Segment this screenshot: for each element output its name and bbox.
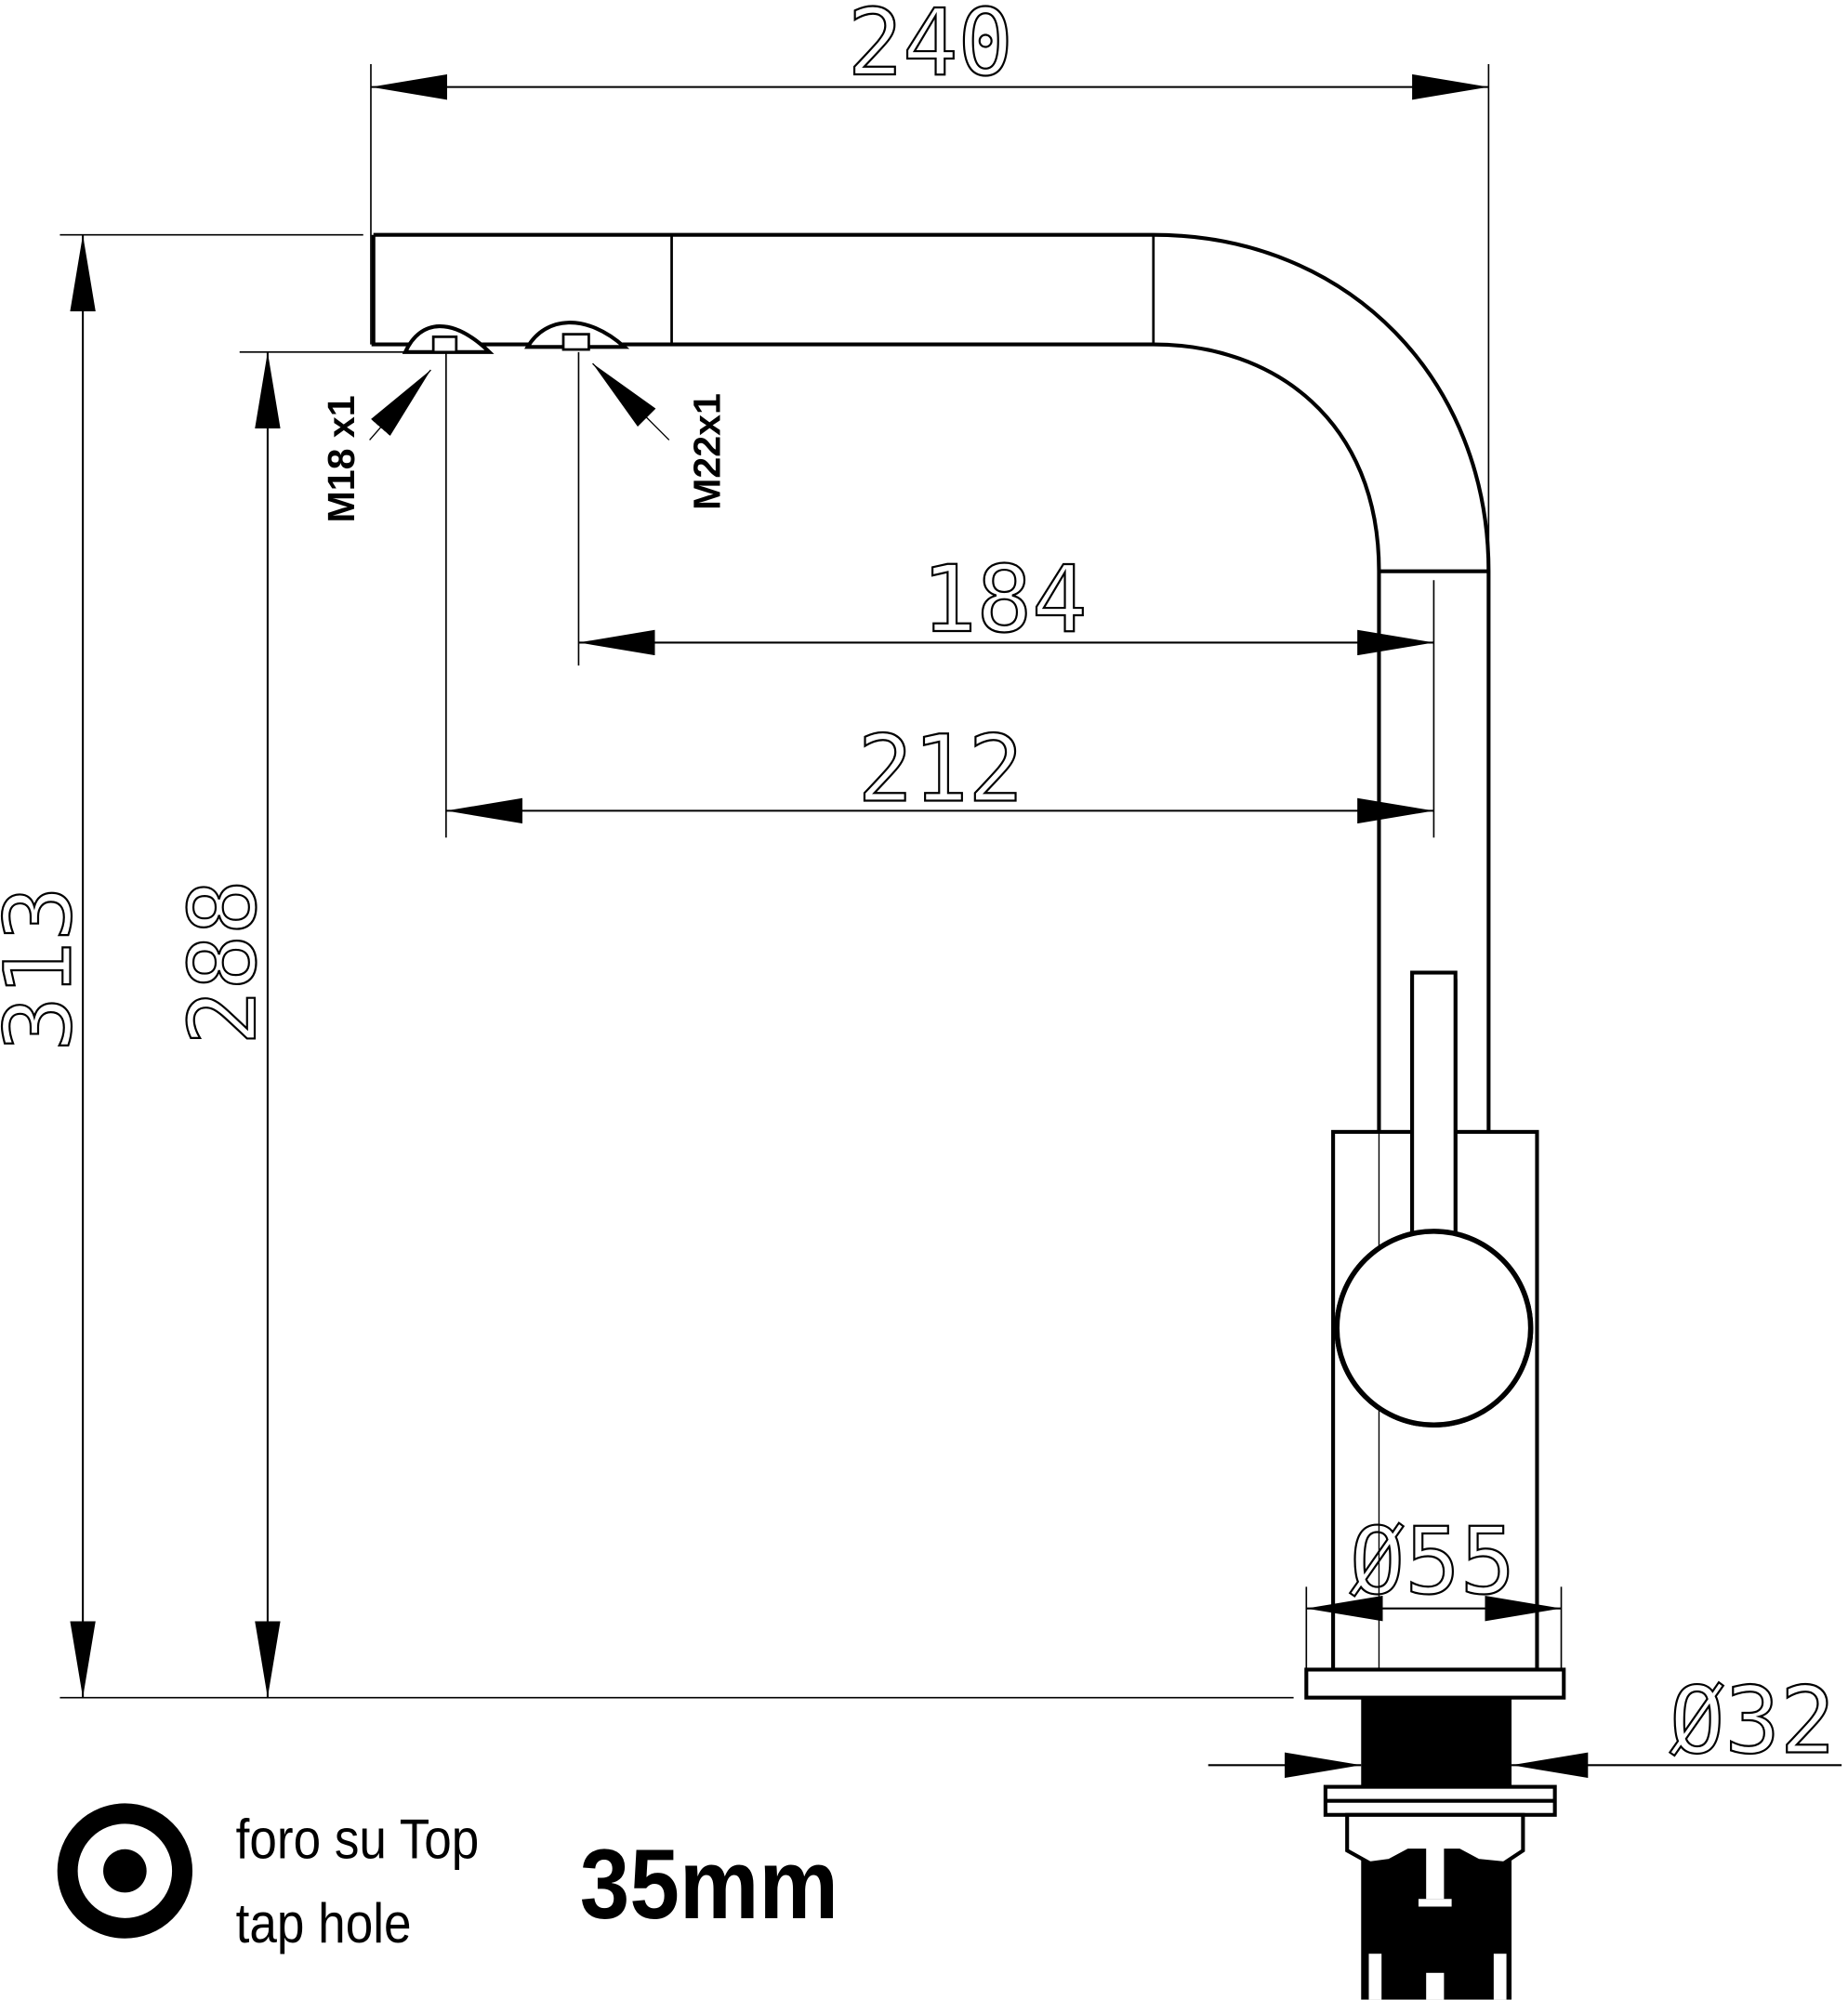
dim-overall-height: 313: [0, 233, 1294, 1699]
dim-313-text: 313: [0, 886, 92, 1051]
outlet-m22: [524, 321, 630, 351]
dim-240-text: 240: [848, 0, 1013, 97]
label-m18: M18 x1: [320, 369, 431, 523]
thread-m18-text: M18 x1: [320, 395, 363, 522]
dim-212-text: 212: [858, 716, 1023, 822]
thread-m22-text: M22x1: [686, 393, 729, 510]
spout: [371, 232, 1491, 1132]
dim-288-text: 288: [170, 879, 277, 1045]
tap-hole-icon: [57, 1803, 193, 1939]
threaded-shank: [1323, 1699, 1557, 2000]
dim-shank-diameter: Ø32: [1208, 1666, 1842, 1779]
dim-reach-184: 184: [577, 351, 1435, 838]
legend-line2: tap hole: [236, 1893, 412, 1955]
legend-size: 35mm: [580, 1828, 838, 1940]
lever-hub: [1334, 1229, 1534, 1428]
dim-55-text: Ø55: [1350, 1508, 1515, 1615]
dim-32-text: Ø32: [1670, 1668, 1835, 1775]
dim-overall-width: 240: [370, 0, 1490, 561]
dim-spout-height: 288: [169, 351, 408, 1698]
tap-hole-legend: foro su Top tap hole 35mm: [57, 1803, 838, 1955]
dim-184-text: 184: [921, 546, 1087, 653]
dim-base-diameter: Ø55: [1305, 1507, 1563, 1670]
lever-handle-front: [1410, 970, 1458, 1243]
base-plate: [1304, 1667, 1566, 1700]
dim-reach-212: 212: [445, 351, 1434, 838]
legend-line1: foro su Top: [236, 1809, 480, 1871]
label-m22: M22x1: [592, 362, 729, 510]
outlet-m18: [402, 324, 495, 354]
